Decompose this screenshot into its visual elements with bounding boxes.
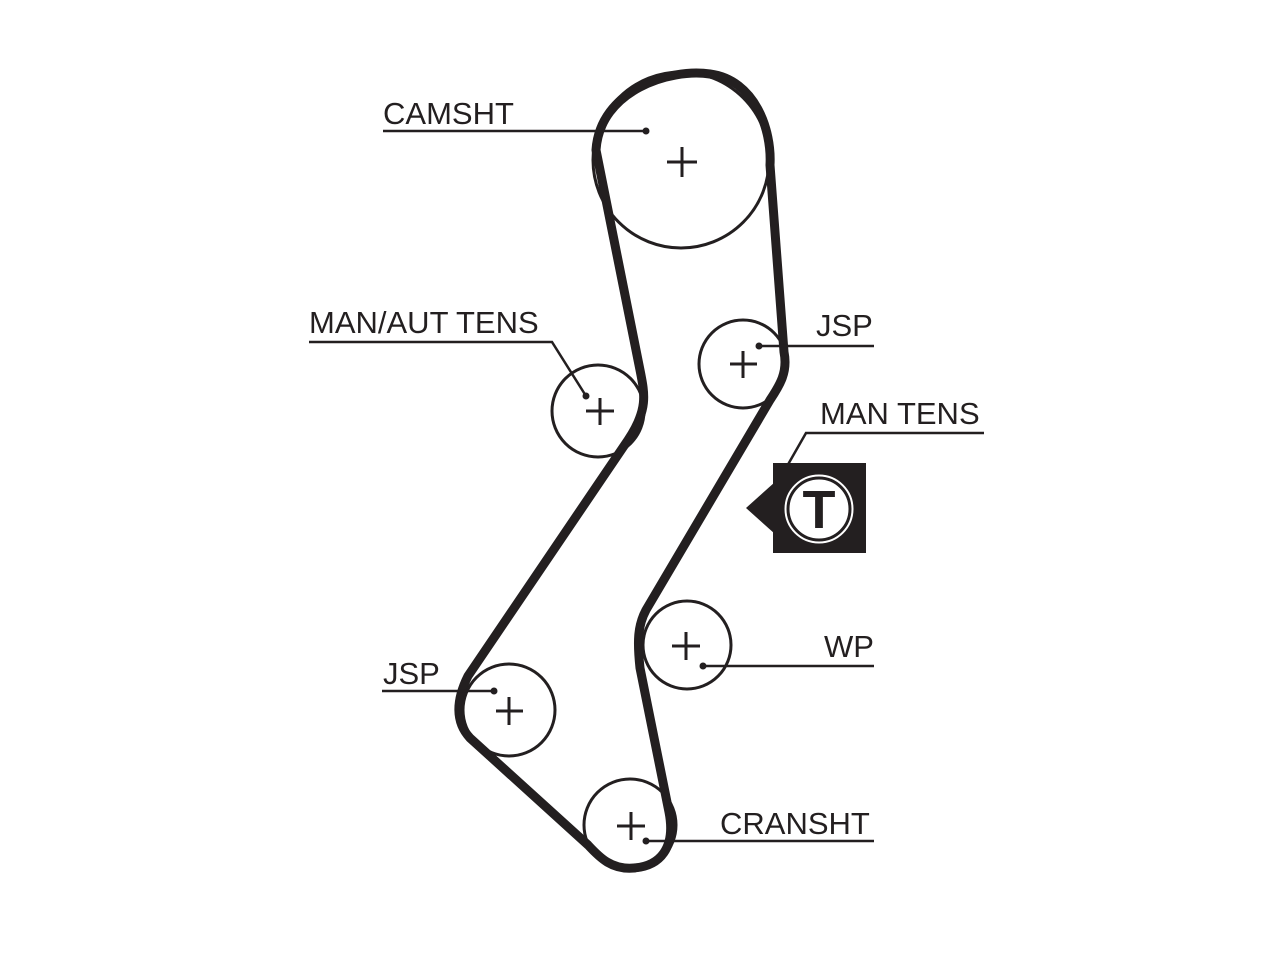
camshaft-pulley — [591, 70, 771, 250]
label-jsp-upper: JSP — [816, 308, 873, 343]
tension-marker: T — [746, 463, 866, 553]
timing-belt — [454, 68, 790, 873]
plus-icon — [496, 697, 523, 725]
plus-icon — [672, 632, 700, 660]
crankshaft-pulley — [582, 777, 678, 873]
man-aut-tens-leader — [309, 340, 588, 397]
tension-letter: T — [803, 480, 836, 540]
lower-idler-pulley — [461, 662, 557, 758]
man-aut-tensioner-pulley — [550, 363, 646, 459]
plus-icon — [730, 351, 757, 378]
label-jsp-lower: JSP — [383, 656, 440, 691]
plus-icon — [586, 398, 614, 425]
label-wp: WP — [824, 629, 874, 664]
label-man-tens: MAN TENS — [820, 396, 980, 431]
man-tens-leader — [784, 431, 984, 469]
leader-dots — [490, 127, 763, 845]
upper-idler-pulley — [697, 318, 789, 410]
plus-icon — [617, 812, 645, 840]
label-camsht: CAMSHT — [383, 96, 514, 131]
leader-lines — [309, 129, 984, 843]
label-cransht: CRANSHT — [720, 806, 870, 841]
label-man-aut-tens: MAN/AUT TENS — [309, 305, 539, 340]
plus-icon — [667, 147, 697, 177]
water-pump-pulley — [641, 599, 733, 691]
